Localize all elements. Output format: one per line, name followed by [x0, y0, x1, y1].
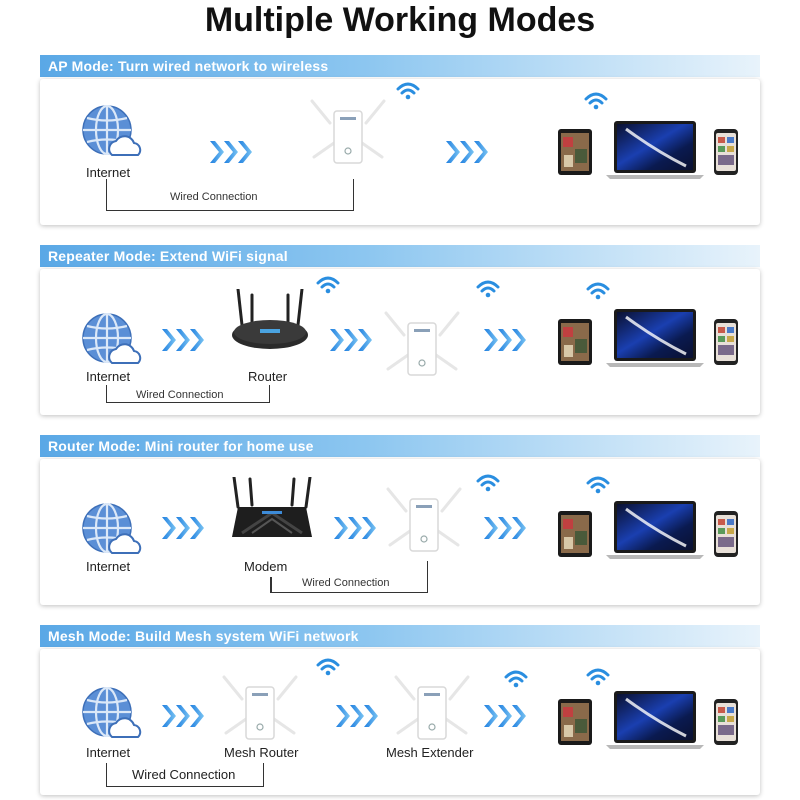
ap-mode-header: AP Mode: Turn wired network to wireless [40, 55, 760, 77]
wired-connection-label: Wired Connection [302, 577, 390, 589]
chevron-arrows-icon [484, 329, 526, 351]
chevron-arrows-icon [446, 141, 488, 163]
wifi-icon [586, 476, 610, 495]
mesh-mode-section: Mesh Mode: Build Mesh system WiFi networ… [40, 625, 760, 797]
extender-icon [222, 675, 298, 741]
chevron-arrows-icon [330, 329, 372, 351]
chevron-arrows-icon [336, 705, 378, 727]
wifi-icon [584, 92, 608, 111]
laptop-icon [606, 121, 706, 181]
router-icon [230, 289, 310, 351]
wired-connection-line [106, 179, 354, 211]
tablet-icon [558, 511, 592, 557]
wired-connection-label: Wired Connection [132, 767, 236, 782]
internet-label: Internet [86, 559, 131, 574]
globe-cloud-icon [82, 503, 142, 555]
extender-icon [310, 99, 386, 165]
phone-icon [714, 129, 738, 175]
chevron-arrows-icon [484, 705, 526, 727]
globe-cloud-icon [82, 687, 142, 739]
globe-cloud-icon [82, 313, 142, 365]
wired-connection-label: Wired Connection [136, 389, 224, 401]
tablet-icon [558, 129, 592, 175]
repeater-mode-header: Repeater Mode: Extend WiFi signal [40, 245, 760, 267]
laptop-icon [606, 691, 706, 751]
wifi-icon [476, 280, 500, 299]
tablet-icon [558, 319, 592, 365]
internet-label: Internet [86, 165, 131, 180]
globe-cloud-icon [82, 105, 142, 157]
mesh-mode-header: Mesh Mode: Build Mesh system WiFi networ… [40, 625, 760, 647]
wifi-icon [316, 658, 340, 677]
router-label: Router [248, 369, 288, 384]
chevron-arrows-icon [484, 517, 526, 539]
phone-icon [714, 699, 738, 745]
page-title: Multiple Working Modes [204, 1, 596, 39]
phone-icon [714, 319, 738, 365]
ap-mode-section: AP Mode: Turn wired network to wireless … [40, 55, 760, 227]
wired-connection-line [106, 385, 270, 403]
extender-icon [384, 311, 460, 377]
wifi-icon [504, 670, 528, 689]
wired-connection-label: Wired Connection [170, 191, 258, 203]
internet-label: Internet [86, 369, 131, 384]
wifi-icon [586, 668, 610, 687]
extender-icon [386, 487, 462, 553]
wired-connection-line [270, 561, 428, 593]
router-mode-section: Router Mode: Mini router for home use In… [40, 435, 760, 607]
chevron-arrows-icon [334, 517, 376, 539]
tablet-icon [558, 699, 592, 745]
wired-connection-line [106, 763, 264, 787]
repeater-mode-section: Repeater Mode: Extend WiFi signal Intern… [40, 245, 760, 417]
mesh-router-label: Mesh Router [224, 745, 299, 760]
mesh-extender-label: Mesh Extender [386, 745, 474, 760]
wifi-icon [476, 474, 500, 493]
mesh-mode-card: Internet Mesh Router Mesh Extender Wired… [40, 649, 760, 795]
repeater-mode-card: Internet Router Wired Connection [40, 269, 760, 415]
wifi-icon [396, 82, 420, 101]
router-mode-header: Router Mode: Mini router for home use [40, 435, 760, 457]
router-mode-card: Internet Modem Wired Connection [40, 459, 760, 605]
modem-icon [232, 477, 314, 539]
modem-label: Modem [244, 559, 288, 574]
wifi-icon [316, 276, 340, 295]
wifi-icon [586, 282, 610, 301]
laptop-icon [606, 501, 706, 561]
internet-label: Internet [86, 745, 131, 760]
chevron-arrows-icon [210, 141, 252, 163]
phone-icon [714, 511, 738, 557]
chevron-arrows-icon [162, 517, 204, 539]
ap-mode-card: Internet Wired Connection [40, 79, 760, 225]
laptop-icon [606, 309, 706, 369]
chevron-arrows-icon [162, 329, 204, 351]
chevron-arrows-icon [162, 705, 204, 727]
extender-icon [394, 675, 470, 741]
